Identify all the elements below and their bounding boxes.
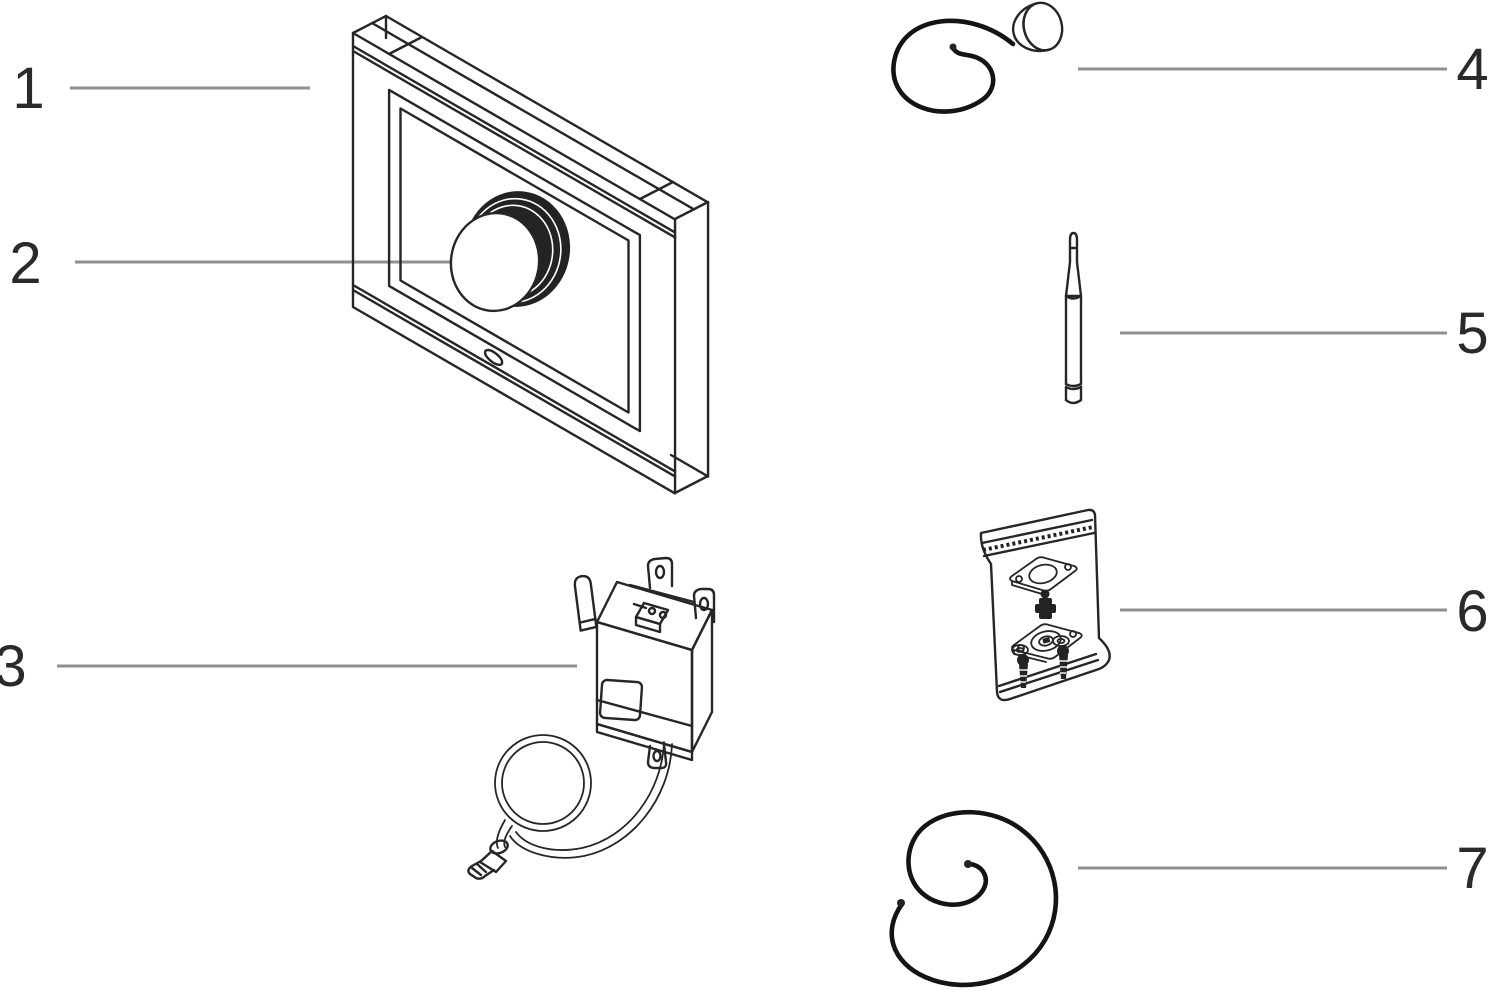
callout-2-label: 2	[9, 231, 41, 296]
whip-antenna-illustration	[1066, 233, 1081, 403]
leader-lines	[57, 69, 1447, 868]
callout-1-label: 1	[12, 56, 44, 121]
screw-left	[1012, 645, 1029, 688]
module-body	[597, 582, 712, 760]
callout-6-label: 6	[1456, 579, 1488, 644]
gasket-plate-upper	[1010, 557, 1077, 594]
callout-3-label: 3	[0, 634, 27, 699]
terminal-block	[634, 603, 668, 632]
mounting-frame-illustration	[353, 16, 708, 493]
callout-4-label: 4	[1456, 37, 1488, 102]
cable-connector	[468, 838, 509, 878]
control-knob-illustration	[445, 191, 571, 316]
bag-outline	[981, 510, 1110, 700]
module-antenna-stub	[574, 575, 597, 630]
puck-antenna-illustration	[893, 0, 1067, 112]
callout-7-label: 7	[1456, 836, 1488, 901]
puck-disc	[1008, 0, 1067, 57]
callout-5-label: 5	[1456, 301, 1488, 366]
frame-screw-hole	[485, 347, 502, 368]
module-cable	[468, 735, 672, 879]
screw-right	[1053, 636, 1069, 679]
cable-coil-illustration	[892, 812, 1056, 985]
control-module-illustration	[468, 558, 714, 879]
knob-face	[445, 207, 546, 316]
hardware-bag-illustration	[981, 510, 1110, 700]
grommet	[1035, 589, 1056, 619]
